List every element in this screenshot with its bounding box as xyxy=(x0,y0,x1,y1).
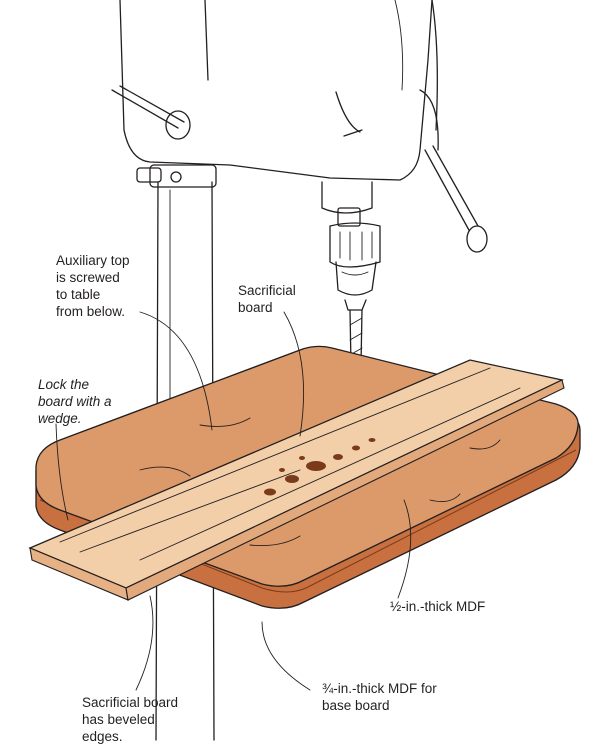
label-sacrificial-board: Sacrificial board xyxy=(238,283,296,315)
label-half-inch-mdf: ½-in.-thick MDF xyxy=(390,599,486,614)
label-beveled-edges: Sacrificial board has beveled edges. xyxy=(82,695,179,744)
drill-chuck xyxy=(321,181,381,311)
label-auxiliary-top: Auxiliary top is screwed to table from b… xyxy=(56,253,130,319)
drill-press-head xyxy=(111,0,488,253)
label-lock-board: Lock the board with a wedge. xyxy=(38,377,112,426)
callout-leaders xyxy=(55,311,412,691)
label-base-board: ¾-in.-thick MDF for base board xyxy=(322,681,437,713)
sacrificial-board xyxy=(28,359,565,601)
